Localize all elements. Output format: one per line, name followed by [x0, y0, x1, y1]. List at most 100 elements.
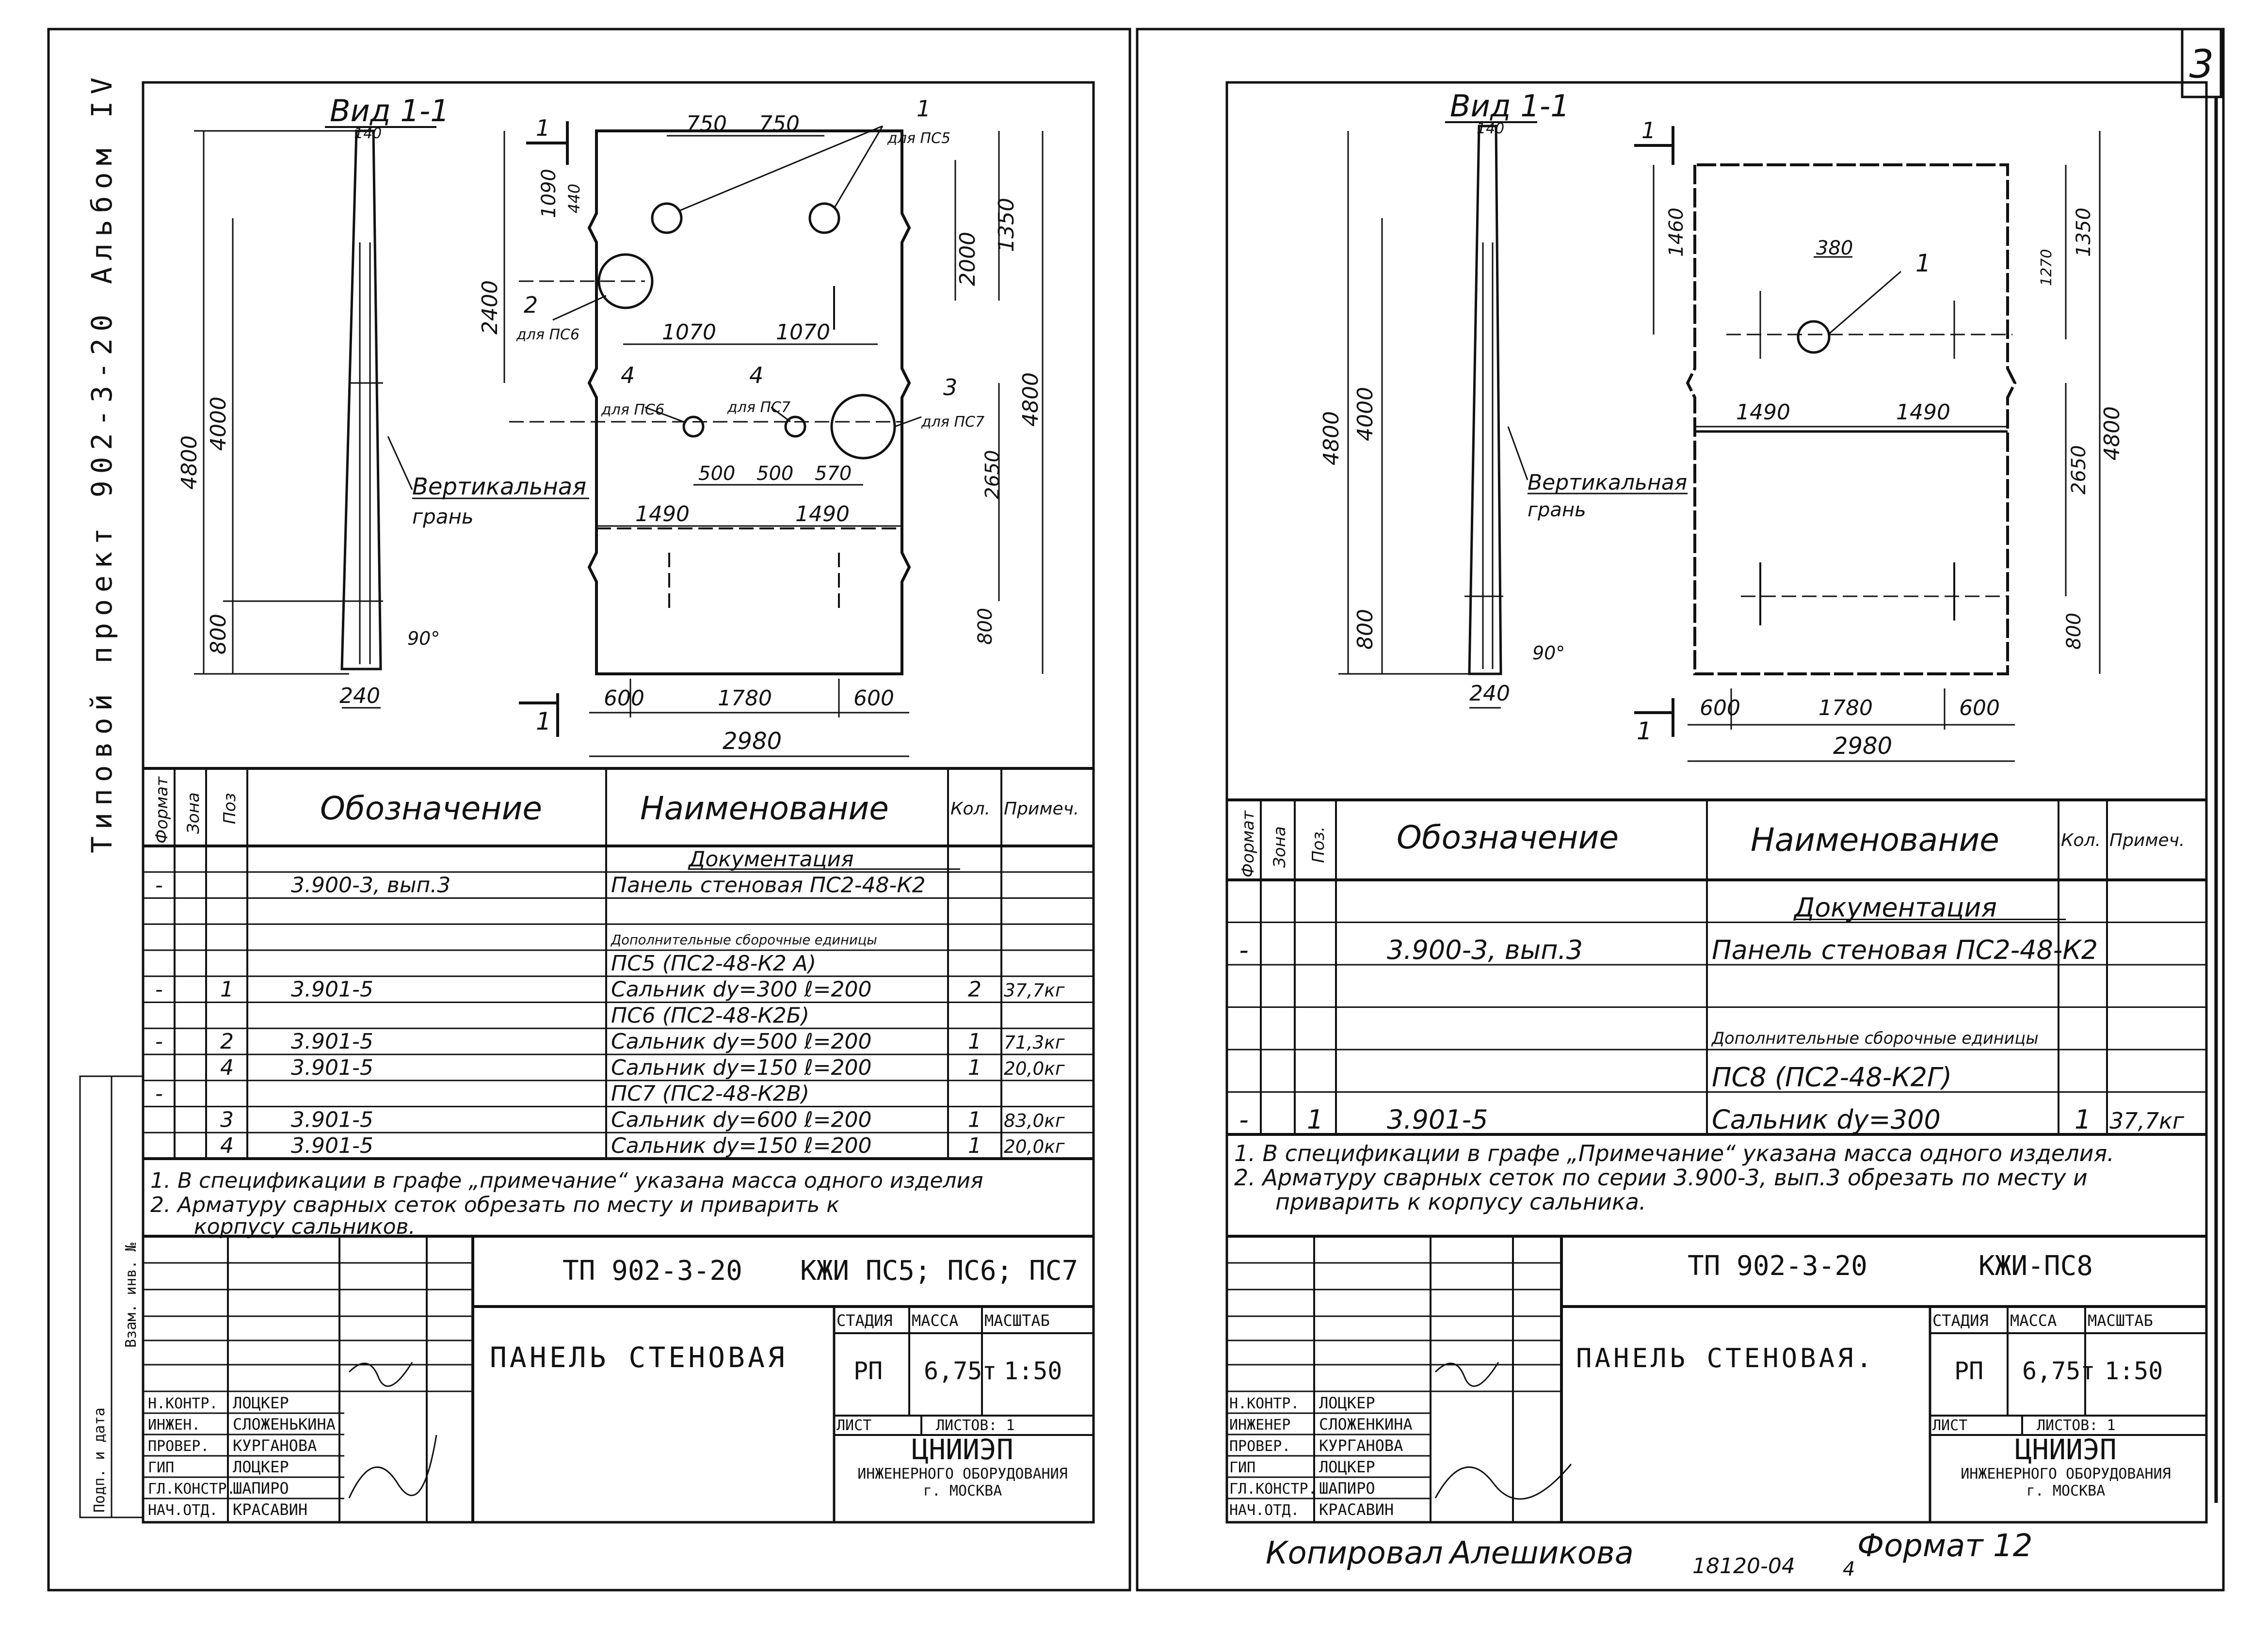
left-staff-role: Н.КОНТР. [148, 1395, 218, 1412]
left-dim-w1: 1490 [635, 502, 690, 526]
left-org3: г. МОСКВА [923, 1483, 1002, 1499]
left-dim-top2: 750 [759, 112, 800, 136]
left-callout-1: 1 [917, 96, 931, 122]
left-dim-mid1: 1070 [662, 320, 716, 345]
left-view-label: Вид 1-1 [330, 93, 450, 128]
left-dim-w2: 1490 [795, 502, 850, 526]
right-staff-name: КРАСАВИН [1319, 1500, 1394, 1519]
left-signature-2 [348, 1435, 437, 1498]
right-dim-h1350: 1350 [2073, 207, 2095, 257]
right-mark: КЖИ-ПС8 [1978, 1250, 2093, 1282]
left-row-pos: 3 [220, 1107, 234, 1132]
left-dim-h4800: 4800 [1018, 372, 1043, 427]
left-side-callout: Вертикальная [412, 473, 586, 500]
left-row-format: - [155, 977, 163, 1002]
left-org2: ИНЖЕНЕРНОГО ОБОРУДОВАНИЯ [857, 1466, 1067, 1483]
right-note-3: приварить к корпусу сальника. [1275, 1189, 1646, 1215]
left-dim-top1: 750 [686, 112, 727, 136]
left-row-name: ПС7 (ПС2-48-К2В) [611, 1082, 809, 1106]
right-dim-b3: 600 [1959, 696, 2000, 720]
left-row-designation: 3.900-3, вып.3 [291, 873, 450, 898]
left-row-pos: 2 [220, 1029, 234, 1054]
format-label: Формат 12 [1857, 1528, 2032, 1564]
right-row-name: ПС8 (ПС2-48-К2Г) [1712, 1062, 1952, 1093]
right-sheets: ЛИСТОВ: 1 [2037, 1417, 2116, 1434]
right-col-format: Формат [1239, 810, 1258, 877]
right-row-designation: 3.900-3, вып.3 [1387, 935, 1583, 965]
right-front-view: 1460 380 1350 1270 1490 1490 4800 2650 8… [1634, 117, 2124, 762]
left-row-designation: 3.901-5 [291, 1107, 373, 1132]
left-row-note: 20,0кг [1004, 1058, 1065, 1079]
left-sheets: ЛИСТОВ: 1 [936, 1417, 1015, 1434]
right-col-zone: Зона [1270, 826, 1289, 868]
right-col-pos: Поз. [1309, 827, 1328, 863]
right-row-name: Панель стеновая ПС2-48-К2 [1712, 935, 2098, 965]
right-scale-header: МАСШТАБ [2088, 1311, 2153, 1330]
right-dim-b2: 1780 [1818, 696, 1873, 720]
right-side-dim-total: 4800 [1319, 411, 1344, 465]
right-org3: г. МОСКВА [2027, 1483, 2106, 1499]
right-note-2: 2. Арматуру сварных сеток по серии 3.900… [1234, 1164, 2088, 1191]
left-dim-off1: 1090 [538, 169, 560, 218]
album-title: Типовой проект 902-3-20 Альбом IV [85, 71, 118, 853]
left-callout-3: 3 [943, 374, 957, 400]
left-dim-b3: 600 [853, 686, 894, 711]
left-callout-1-note: для ПС5 [887, 130, 950, 147]
left-dim-off2: 440 [565, 184, 583, 213]
left-scale-header: МАСШТАБ [984, 1311, 1050, 1330]
left-code: ТП 902-3-20 [563, 1255, 742, 1287]
right-row-name: Сальник dу=300 [1712, 1104, 1941, 1135]
left-col-zone: Зона [184, 792, 203, 834]
right-staff-role: ПРОВЕР. [1229, 1438, 1290, 1455]
approval-stamp: Подп. и дата [91, 1407, 108, 1513]
right-row-name: Документация [1793, 893, 1997, 923]
left-dim-low1: 500 [698, 462, 735, 485]
right-dim-hole: 380 [1816, 237, 1853, 259]
right-row-designation: 3.901-5 [1387, 1104, 1488, 1135]
right-title-block: ТП 902-3-20 КЖИ-ПС8 ПАНЕЛЬ СТЕНОВАЯ. СТА… [1227, 1235, 2206, 1522]
right-dim-h4800: 4800 [2100, 406, 2124, 461]
left-spec-table: Формат Зона Поз Обозначение Наименование… [143, 767, 1094, 1160]
left-staff-name: КРАСАВИН [233, 1500, 307, 1519]
right-staff-role: ГИП [1229, 1459, 1255, 1476]
right-staff-role: НАЧ.ОТД. [1229, 1502, 1300, 1519]
left-mass-header: МАССА [912, 1311, 958, 1330]
right-row-format: - [1239, 1104, 1249, 1135]
left-row-name: Сальник dу=150 ℓ=200 [611, 1055, 872, 1080]
left-row-format: - [155, 1082, 163, 1106]
left-sheet: ЛИСТ [836, 1417, 871, 1434]
left-col-designation: Обозначение [320, 790, 542, 827]
left-callout-4a-note: для ПС6 [601, 401, 664, 418]
right-section-mark-bottom: 1 [1637, 717, 1652, 745]
left-row-pos: 4 [220, 1133, 234, 1158]
left-staff-role: ГЛ.КОНСТР. [148, 1481, 236, 1498]
right-stage-header: СТАДИЯ [1932, 1311, 1989, 1330]
sheet-number-box [2181, 28, 2222, 98]
left-dim-height-c: 1350 [994, 198, 1019, 252]
left-dim-height-b: 2000 [955, 232, 980, 286]
right-mass: 6,75т [2022, 1357, 2095, 1385]
left-callout-4b: 4 [749, 362, 763, 388]
left-drawing: Вид 1-1 4800 4000 800 140 240 90° Вертик… [142, 81, 1095, 1524]
left-side-dim-bottom: 800 [206, 614, 231, 654]
right-side-dim-base: 240 [1469, 681, 1510, 706]
left-row-note: 83,0кг [1004, 1110, 1065, 1131]
left-stage-header: СТАДИЯ [836, 1311, 893, 1330]
right-panel-name: ПАНЕЛЬ СТЕНОВАЯ. [1576, 1343, 1875, 1373]
left-row-qty: 1 [968, 1055, 981, 1080]
right-row-qty: 1 [2075, 1104, 2091, 1135]
right-scale: 1:50 [2105, 1357, 2163, 1385]
left-sheet-border [47, 28, 1131, 1592]
left-dim-b2: 1780 [718, 686, 772, 711]
right-side-angle: 90° [1532, 642, 1565, 664]
right-staff-role: Н.КОНТР. [1229, 1395, 1300, 1412]
left-section-mark-bottom: 1 [536, 707, 551, 735]
left-col-qty: Кол. [950, 799, 990, 819]
left-dim-total: 2980 [723, 728, 782, 755]
left-row-name: Сальник dу=500 ℓ=200 [611, 1029, 872, 1054]
left-row-name: Сальник dу=600 ℓ=200 [611, 1107, 872, 1132]
left-side-dim-top: 140 [354, 125, 382, 142]
right-side-callout: Вертикальная [1528, 470, 1687, 495]
inventory-stamp: Взам. инв. № [123, 1243, 140, 1348]
